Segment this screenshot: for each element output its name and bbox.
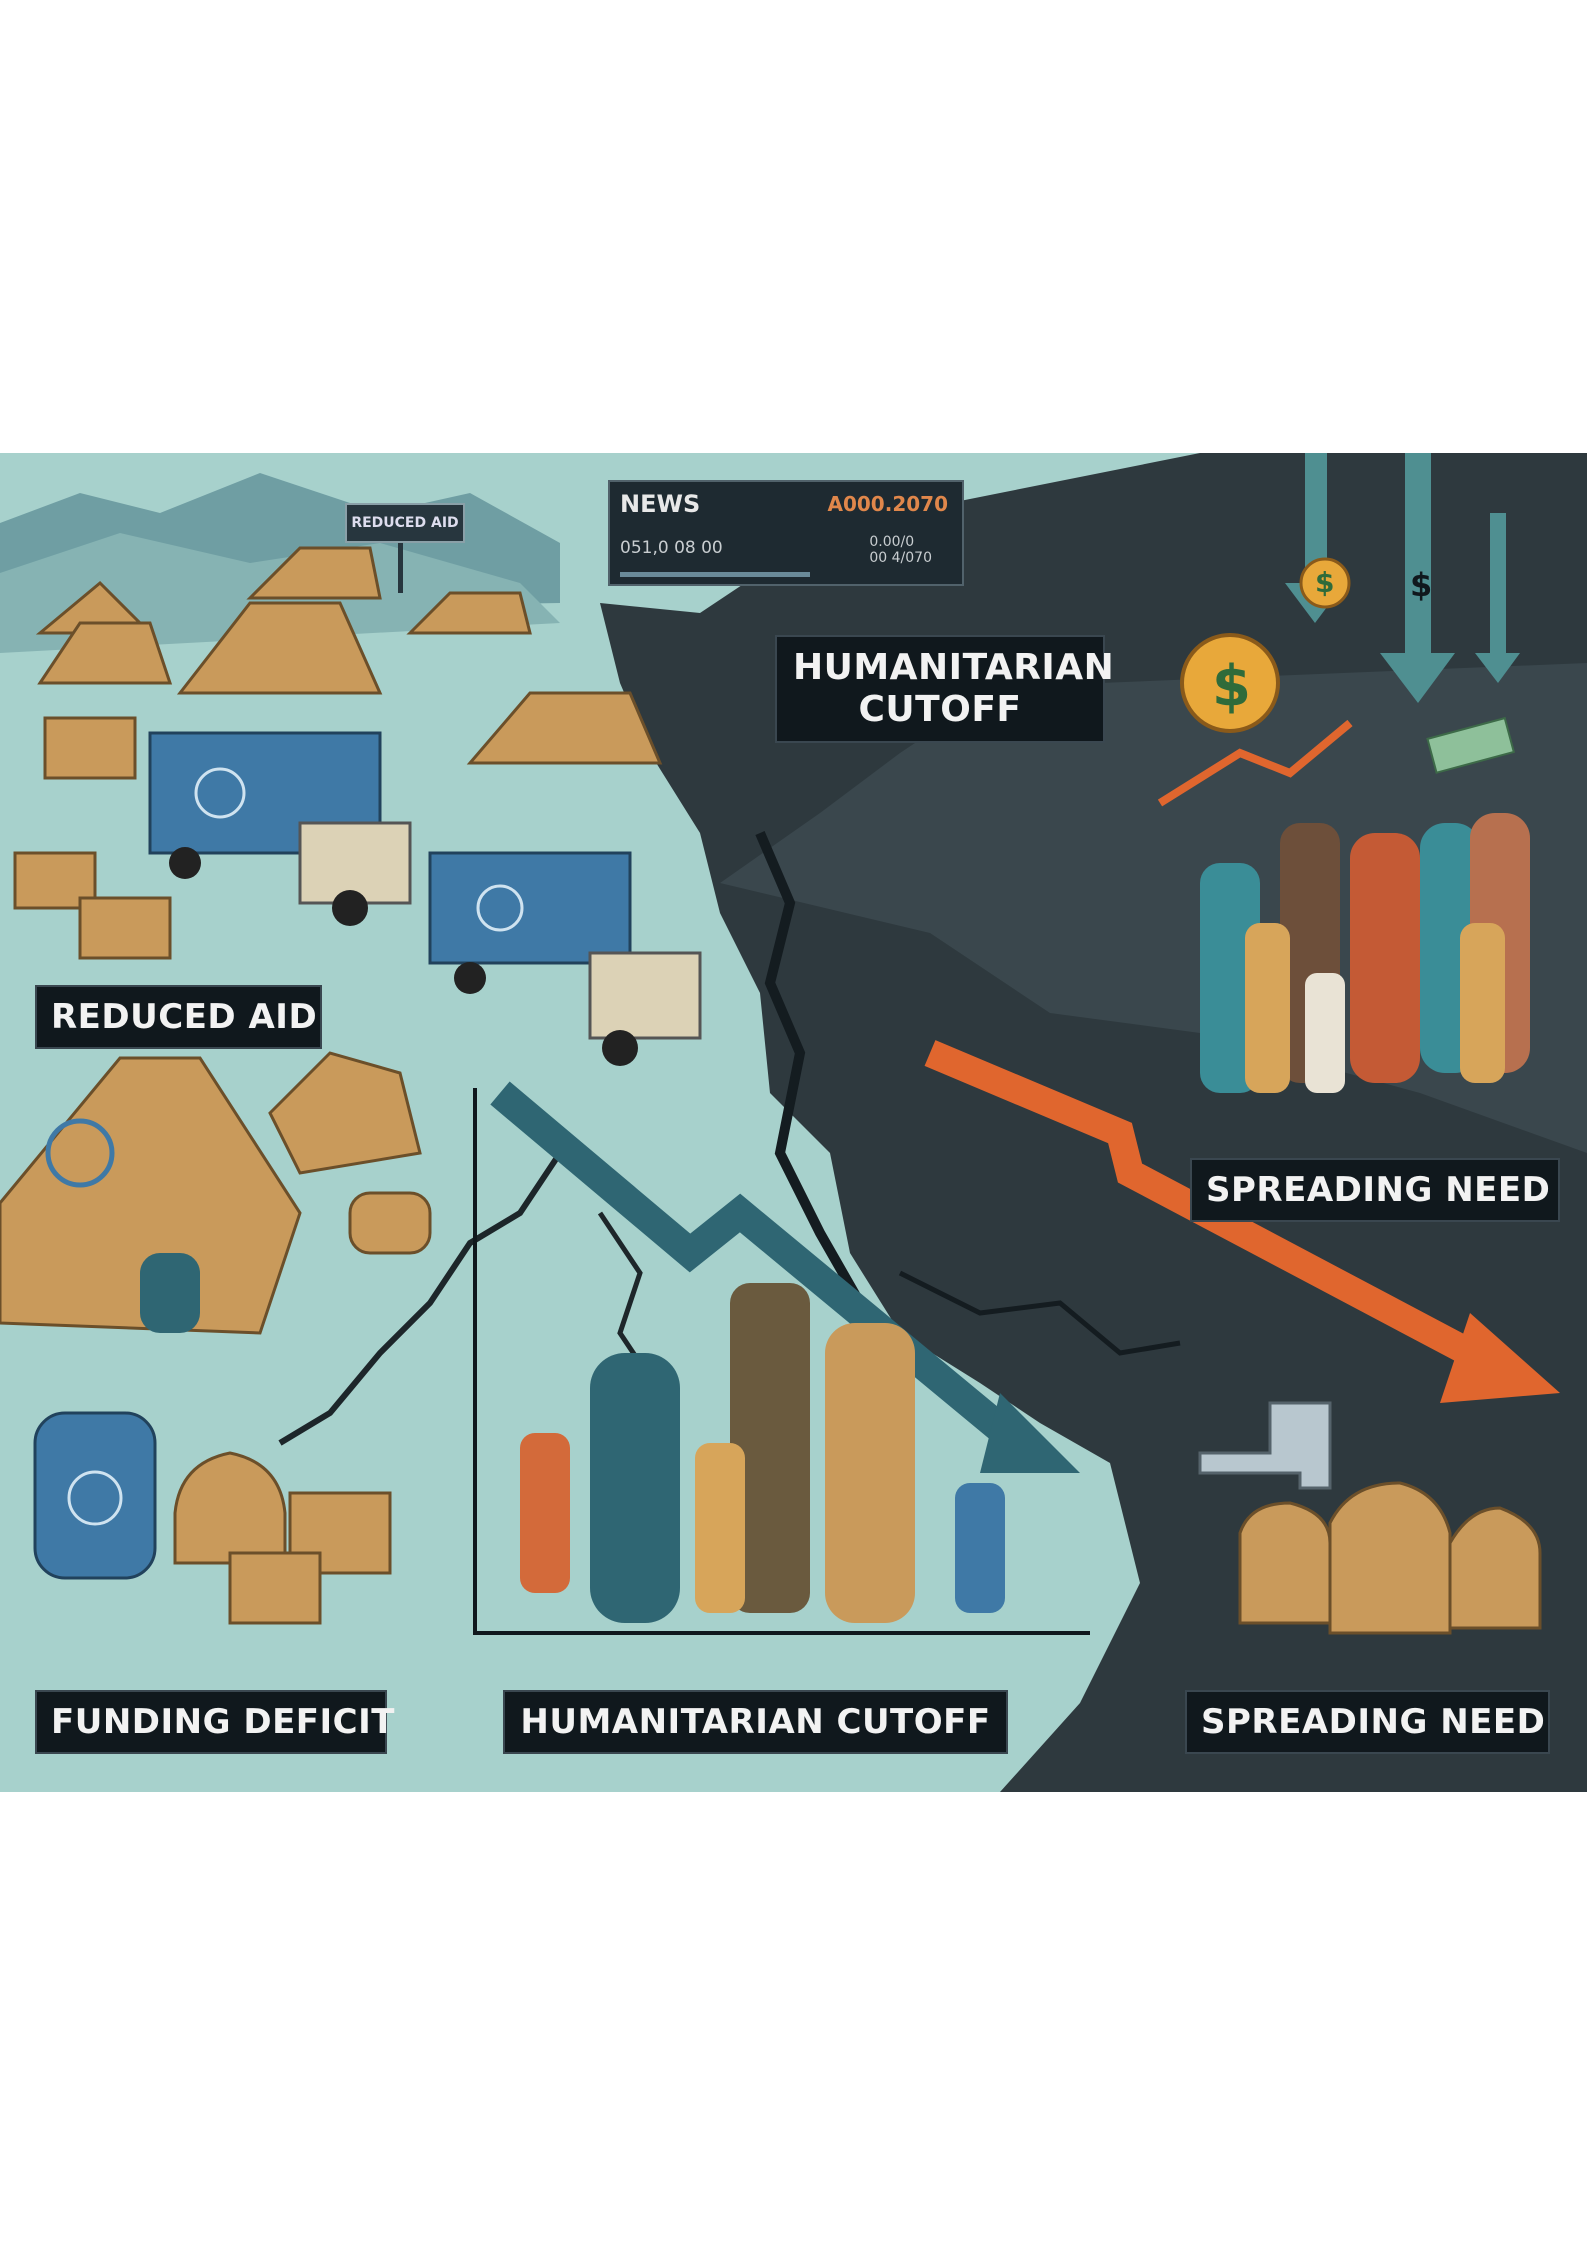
dollar-sign-small: $	[1315, 566, 1335, 599]
un-emblem	[45, 1118, 115, 1188]
news-date: A000.2070	[827, 492, 949, 516]
news-title: NEWS	[620, 490, 701, 518]
news-line: 051,0 08 00	[620, 538, 723, 558]
crate	[43, 716, 137, 780]
sack	[1238, 1501, 1332, 1625]
dollar-sign-arrow: $	[1410, 566, 1433, 604]
coin-small	[1299, 557, 1351, 609]
family-center	[520, 1283, 1005, 1623]
news-bar	[620, 572, 810, 577]
water-jug	[33, 1411, 157, 1580]
family-right	[1200, 813, 1530, 1093]
label-spreading-need-mid: SPREADING NEED	[1190, 1158, 1560, 1222]
chart-axis	[473, 1088, 1090, 1635]
un-emblem	[67, 1470, 123, 1526]
crack-left	[278, 1151, 563, 1446]
signpost: REDUCED AID	[345, 503, 465, 543]
seated-child	[140, 1253, 200, 1333]
sack	[1448, 1506, 1542, 1630]
crate	[228, 1551, 322, 1625]
faucet	[1198, 1401, 1332, 1490]
aid-truck-1	[148, 731, 412, 926]
label-spreading-need-bottom: SPREADING NEED	[1185, 1690, 1550, 1754]
coin	[1180, 633, 1280, 733]
un-tent	[0, 1056, 302, 1335]
tent-group-top	[35, 546, 663, 765]
rising-trend-arrow	[1157, 719, 1353, 807]
label-humanitarian-cutoff-top: HUMANITARIAN CUTOFF	[775, 635, 1114, 743]
sack	[348, 1191, 432, 1255]
label-funding-deficit: FUNDING DEFICIT	[35, 1690, 394, 1754]
red-decline-arrow	[924, 1040, 1477, 1366]
sack	[173, 1451, 287, 1565]
tent-back	[268, 1051, 422, 1175]
banknote	[1426, 716, 1516, 774]
crack-right	[898, 1270, 1181, 1356]
label-reduced-aid: REDUCED AID	[35, 985, 322, 1049]
dollar-sign: $	[1212, 654, 1251, 719]
crate	[78, 896, 172, 960]
label-humanitarian-cutoff-bottom: HUMANITARIAN CUTOFF	[503, 1690, 1008, 1754]
aid-truck-2	[428, 851, 702, 1066]
sack	[1328, 1481, 1452, 1635]
signpost-pole	[398, 543, 403, 593]
